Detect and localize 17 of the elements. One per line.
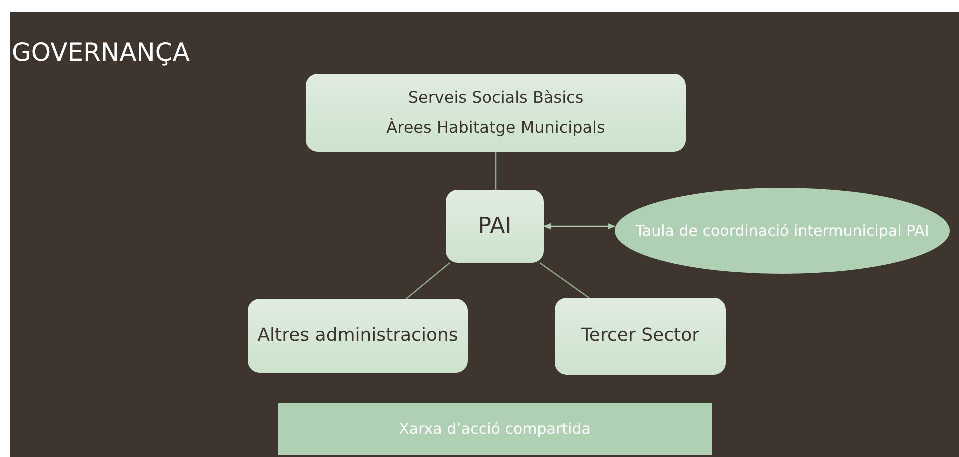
rounded-box xyxy=(248,299,468,373)
connector-line xyxy=(495,152,497,190)
rounded-box xyxy=(306,74,686,152)
node-text: Taula de coordinació intermunicipal PAI xyxy=(636,222,930,240)
node-text: Altres administracions xyxy=(258,324,458,348)
connector-line xyxy=(406,262,450,300)
node-text: Tercer Sector xyxy=(582,325,700,348)
node-text: Serveis Socials Bàsics xyxy=(408,88,584,108)
node-text: Xarxa d’acció compartida xyxy=(399,420,591,438)
title: GOVERNANÇA xyxy=(12,38,190,67)
rounded-box xyxy=(555,298,726,375)
node-text: Àrees Habitatge Municipals xyxy=(386,118,606,138)
banner-box xyxy=(278,403,712,455)
arrow xyxy=(543,223,616,230)
connector-line xyxy=(540,262,590,299)
rounded-box xyxy=(446,190,544,263)
node-text: PAI xyxy=(478,212,512,240)
